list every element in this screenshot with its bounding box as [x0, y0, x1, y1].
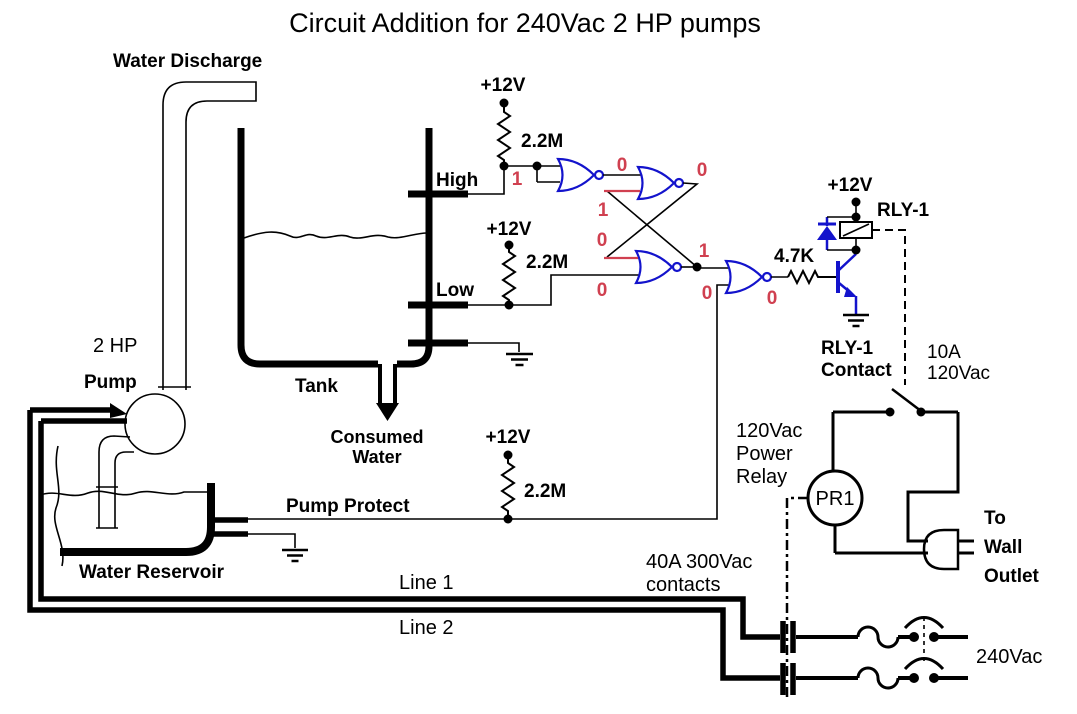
label-r-protect: 2.2M: [524, 481, 566, 502]
pump: [96, 393, 186, 529]
relay-driver: [787, 197, 906, 385]
label-power-relay-3: Relay: [736, 466, 787, 488]
label-contact-rating-1: 10A: [927, 342, 961, 363]
label-2hp: 2 HP: [93, 335, 137, 357]
label-v12-high: +12V: [481, 75, 526, 96]
suction-pipe: [98, 435, 131, 528]
pump-protect-wire: [248, 284, 730, 520]
state-gate2-out: 0: [697, 160, 708, 181]
reservoir-water-line: [39, 490, 207, 497]
fuse-top: [856, 625, 900, 649]
label-pr1: PR1: [816, 488, 855, 510]
label-contacts-rating-1: 40A 300Vac: [646, 551, 752, 573]
pullup-high: [496, 98, 512, 171]
breaker: [903, 616, 945, 683]
base-resistor: [787, 268, 836, 286]
label-power-relay-1: 120Vac: [736, 420, 802, 442]
line-2-wire: [38, 421, 780, 640]
power-lines: [27, 403, 968, 700]
state-high-input: 1: [512, 169, 523, 190]
contactor-40a: [780, 621, 796, 695]
label-low: Low: [436, 280, 474, 301]
state-gate4-in: 0: [702, 283, 713, 304]
nor-gate-3: [634, 249, 674, 285]
label-v12-relay: +12V: [828, 175, 873, 196]
reservoir-left-edge: [53, 445, 64, 567]
label-tank: Tank: [295, 376, 338, 397]
sense-wires: [248, 161, 730, 520]
label-rly1-contact-1: RLY-1: [821, 338, 874, 359]
label-line1: Line 1: [399, 572, 454, 594]
label-contacts-rating-2: contacts: [646, 574, 720, 596]
nor-gate-4: [724, 259, 764, 295]
label-240vac: 240Vac: [976, 646, 1042, 668]
logic-gates: [556, 157, 788, 295]
state-feedback-reset: 0: [597, 230, 608, 251]
ground-symbol-reservoir: [282, 548, 308, 563]
label-consumed-2: Water: [352, 447, 401, 467]
pr1-circuit: [806, 388, 974, 571]
relay-coil-rly1: [839, 221, 873, 239]
transistor: [836, 250, 858, 314]
rly1-contact-lever: [891, 388, 922, 412]
label-contact-rating-2: 120Vac: [927, 363, 990, 384]
label-v12-protect: +12V: [486, 427, 531, 448]
tank-water-line: [243, 231, 428, 239]
label-to: To: [984, 508, 1006, 529]
label-r-base: 4.7K: [774, 246, 814, 267]
label-r-low: 2.2M: [526, 252, 568, 273]
label-line2: Line 2: [399, 617, 454, 639]
water-reservoir: [39, 445, 308, 567]
discharge-pipe: [158, 81, 257, 390]
pullup-low: [501, 240, 517, 310]
label-rly1-contact-2: Contact: [821, 360, 892, 381]
wall-plug: [922, 528, 974, 571]
tank: [237, 128, 533, 421]
pump-feed-arrow: [110, 403, 127, 418]
line-1-wire: [27, 410, 780, 681]
label-high: High: [436, 170, 478, 191]
pr1-linkage: [785, 496, 808, 700]
state-latch-out: 1: [699, 241, 710, 262]
fuse-bottom: [856, 666, 900, 690]
label-power-relay-2: Power: [736, 443, 793, 465]
page-title: Circuit Addition for 240Vac 2 HP pumps: [289, 8, 761, 38]
consumed-water-arrow: [376, 403, 399, 421]
rly1-linkage: [872, 229, 906, 385]
flyback-diode: [817, 217, 837, 250]
label-water-reservoir: Water Reservoir: [79, 562, 225, 583]
ground-symbol-transistor: [843, 313, 869, 328]
nor-gate-1: [556, 157, 596, 193]
state-gate1-out: 0: [617, 155, 628, 176]
label-outlet: Outlet: [984, 566, 1040, 587]
nor-gate-2: [636, 165, 676, 201]
state-feedback-set: 1: [598, 200, 609, 221]
label-v12-low: +12V: [487, 219, 532, 240]
state-gate4-out: 0: [767, 288, 778, 309]
state-low-input: 0: [597, 280, 608, 301]
ground-symbol-tank: [506, 352, 533, 367]
label-water-discharge: Water Discharge: [113, 51, 262, 72]
label-wall: Wall: [984, 537, 1022, 558]
label-pump: Pump: [84, 372, 137, 393]
label-consumed-1: Consumed: [330, 427, 423, 447]
label-r-high: 2.2M: [521, 131, 563, 152]
label-pump-protect: Pump Protect: [286, 496, 410, 517]
pullup-protect: [500, 450, 516, 524]
label-rly1: RLY-1: [877, 200, 930, 221]
